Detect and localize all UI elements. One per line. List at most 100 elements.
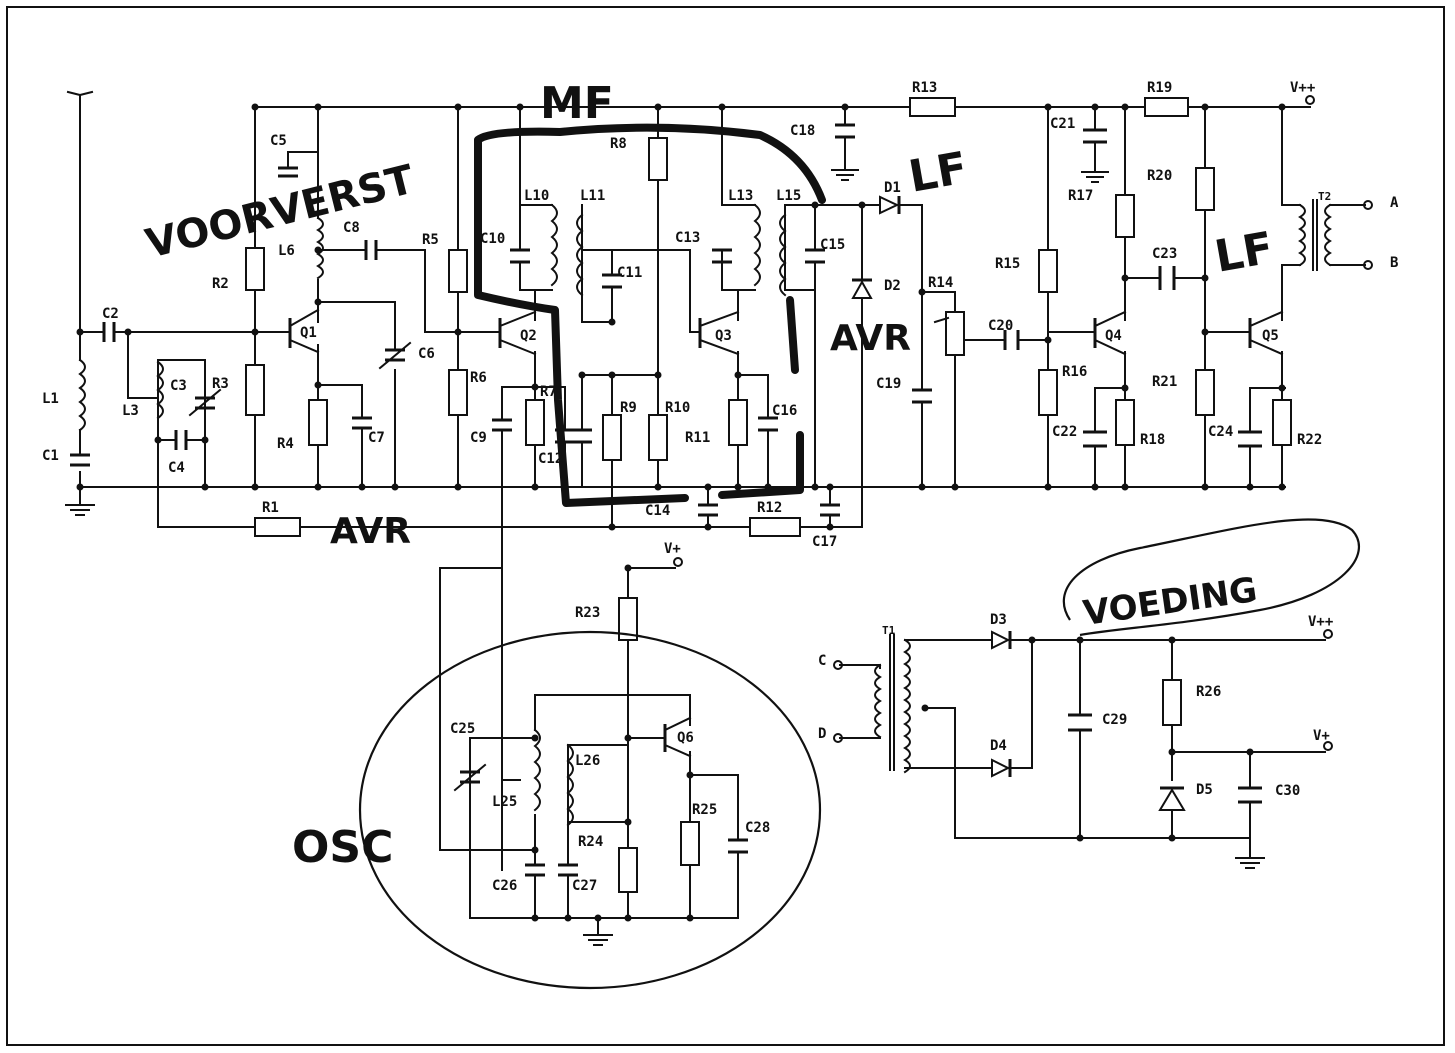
label-c14: C14	[645, 503, 670, 519]
label-vpp-right: V++	[1308, 614, 1333, 630]
label-c4: C4	[168, 460, 185, 476]
label-terminal-a: A	[1390, 195, 1399, 211]
label-r3: R3	[212, 376, 229, 392]
label-c8: C8	[343, 220, 360, 236]
label-d5: D5	[1196, 782, 1213, 798]
section-annotations	[358, 123, 1360, 990]
label-c17: C17	[812, 534, 837, 550]
label-vp-osc: V+	[664, 541, 681, 557]
label-r26: R26	[1196, 684, 1221, 700]
label-q6: Q6	[677, 730, 694, 746]
label-c12: C12	[538, 451, 563, 467]
section-lf-2: LF	[1211, 223, 1277, 283]
label-r18: R18	[1140, 432, 1165, 448]
label-c21: C21	[1050, 116, 1075, 132]
label-r23: R23	[575, 605, 600, 621]
component-labels: L1 C1 C2 C3 L3 C4 C5 R2 R3 R4 L6 Q1 C8 C…	[42, 80, 1399, 894]
label-d4: D4	[990, 738, 1007, 754]
label-d1: D1	[884, 180, 901, 196]
label-c9: C9	[470, 430, 487, 446]
label-r24: R24	[578, 834, 603, 850]
label-terminal-c: C	[818, 653, 826, 669]
label-q3: Q3	[715, 328, 732, 344]
section-avr-2: AVR	[330, 511, 411, 552]
label-q2: Q2	[520, 328, 537, 344]
section-titles: VOORVERST MF LF LF AVR AVR OSC VOEDING	[141, 78, 1277, 873]
label-terminal-d: D	[818, 726, 826, 742]
label-c22: C22	[1052, 424, 1077, 440]
label-c25: C25	[450, 721, 475, 737]
label-r6: R6	[470, 370, 487, 386]
label-l3: L3	[122, 403, 139, 419]
label-q1: Q1	[300, 325, 317, 341]
label-l10: L10	[524, 188, 549, 204]
label-r20: R20	[1147, 168, 1172, 184]
section-avr-1: AVR	[830, 318, 911, 359]
transistor-symbols	[288, 308, 1284, 758]
label-c13: C13	[675, 230, 700, 246]
label-r1: R1	[262, 500, 279, 516]
label-c7: C7	[368, 430, 385, 446]
junction-dots	[76, 103, 1286, 922]
terminal-symbols	[673, 95, 1373, 751]
diode-symbols	[851, 195, 1186, 811]
label-r9: R9	[620, 400, 637, 416]
label-c11: C11	[617, 265, 642, 281]
label-c3: C3	[170, 378, 187, 394]
section-mf: MF	[540, 78, 614, 129]
label-r12: R12	[757, 500, 782, 516]
label-q4: Q4	[1105, 328, 1122, 344]
label-d3: D3	[990, 612, 1007, 628]
label-c30: C30	[1275, 783, 1300, 799]
label-r13: R13	[912, 80, 937, 96]
label-r25: R25	[692, 802, 717, 818]
label-c19: C19	[876, 376, 901, 392]
label-l6: L6	[278, 243, 295, 259]
section-osc: OSC	[292, 822, 393, 873]
ground-symbols	[65, 169, 1265, 946]
label-terminal-b: B	[1390, 255, 1398, 271]
label-c2: C2	[102, 306, 119, 322]
label-l25: L25	[492, 794, 517, 810]
label-r11: R11	[685, 430, 710, 446]
label-l1: L1	[42, 391, 59, 407]
label-c15: C15	[820, 237, 845, 253]
label-t2: T2	[1318, 190, 1331, 203]
label-c23: C23	[1152, 246, 1177, 262]
label-c1: C1	[42, 448, 59, 464]
section-lf-1: LF	[905, 143, 971, 203]
label-vpp-top: V++	[1290, 80, 1315, 96]
label-r5: R5	[422, 232, 439, 248]
label-c24: C24	[1208, 424, 1233, 440]
label-c20: C20	[988, 318, 1013, 334]
label-vp-right: V+	[1313, 728, 1330, 744]
label-c28: C28	[745, 820, 770, 836]
label-r19: R19	[1147, 80, 1172, 96]
label-r10: R10	[665, 400, 690, 416]
label-r2: R2	[212, 276, 229, 292]
antenna-icon	[66, 90, 94, 97]
label-c27: C27	[572, 878, 597, 894]
page-frame	[6, 6, 1445, 1046]
label-r7: R7	[540, 384, 557, 400]
label-c16: C16	[772, 403, 797, 419]
label-r15: R15	[995, 256, 1020, 272]
label-t1: T1	[882, 624, 896, 637]
label-c29: C29	[1102, 712, 1127, 728]
label-r21: R21	[1152, 374, 1177, 390]
label-r8: R8	[610, 136, 627, 152]
label-r16: R16	[1062, 364, 1087, 380]
label-l11: L11	[580, 188, 605, 204]
label-c6: C6	[418, 346, 435, 362]
label-c26: C26	[492, 878, 517, 894]
coils	[78, 199, 1332, 827]
label-r4: R4	[277, 436, 294, 452]
label-c5: C5	[270, 133, 287, 149]
label-l15: L15	[776, 188, 801, 204]
label-q5: Q5	[1262, 328, 1279, 344]
label-d2: D2	[884, 278, 901, 294]
label-r14: R14	[928, 275, 953, 291]
label-c10: C10	[480, 231, 505, 247]
